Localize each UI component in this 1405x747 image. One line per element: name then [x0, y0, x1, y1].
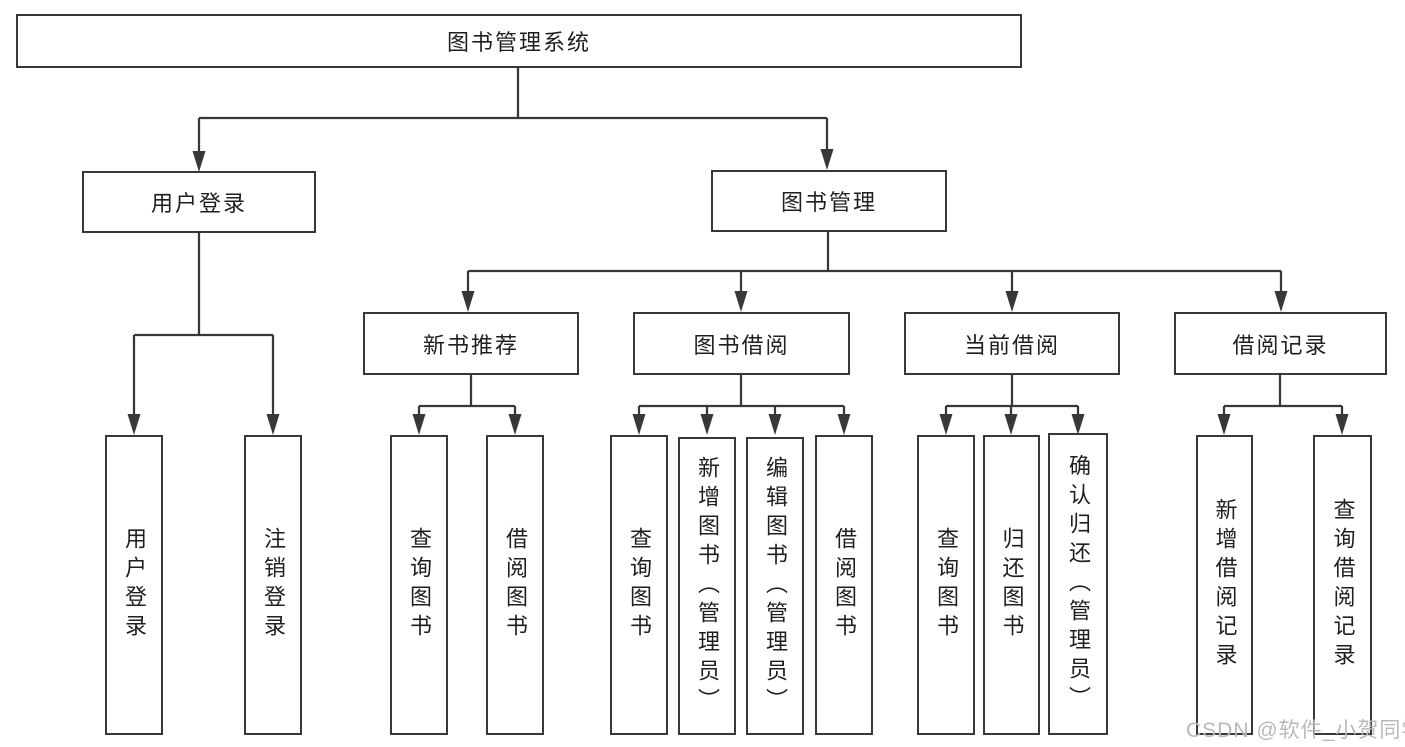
leaf-edit-book-admin-label: 编辑图书（管理员）	[763, 455, 788, 717]
node-current-borrowing: 当前借阅	[904, 312, 1120, 375]
node-root: 图书管理系统	[16, 14, 1022, 68]
leaf-add-borrow-record: 新增借阅记录	[1196, 435, 1253, 735]
leaf-borrowing-borrow-books: 借阅图书	[815, 435, 873, 735]
leaf-confirm-return-admin: 确认归还（管理员）	[1048, 433, 1108, 735]
leaf-recommend-query-books: 查询图书	[390, 435, 448, 735]
leaf-confirm-return-admin-label: 确认归还（管理员）	[1066, 453, 1091, 715]
node-user-login-label: 用户登录	[150, 191, 247, 216]
leaf-recommend-borrow-books-label: 借阅图书	[503, 527, 528, 643]
leaf-return-books-label: 归还图书	[999, 527, 1025, 643]
leaf-add-borrow-record-label: 新增借阅记录	[1212, 498, 1238, 672]
node-new-book-recommend: 新书推荐	[363, 312, 579, 375]
node-book-management: 图书管理	[711, 170, 947, 232]
node-book-borrowing: 图书借阅	[633, 312, 850, 375]
leaf-add-book-admin: 新增图书（管理员）	[678, 437, 736, 735]
leaf-recommend-query-books-label: 查询图书	[407, 527, 432, 643]
leaf-edit-book-admin: 编辑图书（管理员）	[746, 437, 804, 735]
leaf-recommend-borrow-books: 借阅图书	[486, 435, 544, 735]
leaf-current-query-books: 查询图书	[917, 435, 975, 735]
leaf-query-borrow-record-label: 查询借阅记录	[1330, 498, 1356, 672]
leaf-current-query-books-label: 查询图书	[934, 527, 959, 643]
node-borrow-records: 借阅记录	[1174, 312, 1387, 375]
leaf-borrowing-query-books-label: 查询图书	[627, 527, 652, 643]
node-book-borrowing-label: 图书借阅	[693, 332, 790, 358]
node-book-management-label: 图书管理	[780, 190, 877, 215]
leaf-user-login: 用户登录	[105, 435, 163, 735]
node-current-borrowing-label: 当前借阅	[963, 332, 1060, 358]
leaf-borrowing-query-books: 查询图书	[610, 435, 668, 735]
leaf-add-book-admin-label: 新增图书（管理员）	[695, 455, 720, 717]
node-user-login: 用户登录	[82, 171, 316, 233]
leaf-query-borrow-record: 查询借阅记录	[1313, 435, 1372, 735]
csdn-watermark: CSDN @软件_小贺同学	[1186, 719, 1405, 742]
leaf-borrowing-borrow-books-label: 借阅图书	[832, 527, 857, 643]
node-new-book-recommend-label: 新书推荐	[422, 332, 519, 358]
leaf-user-login-label: 用户登录	[122, 527, 147, 643]
leaf-return-books: 归还图书	[983, 435, 1040, 735]
leaf-logout-label: 注销登录	[261, 527, 286, 643]
leaf-logout: 注销登录	[244, 435, 302, 735]
node-root-label: 图书管理系统	[446, 30, 591, 55]
node-borrow-records-label: 借阅记录	[1232, 332, 1329, 358]
